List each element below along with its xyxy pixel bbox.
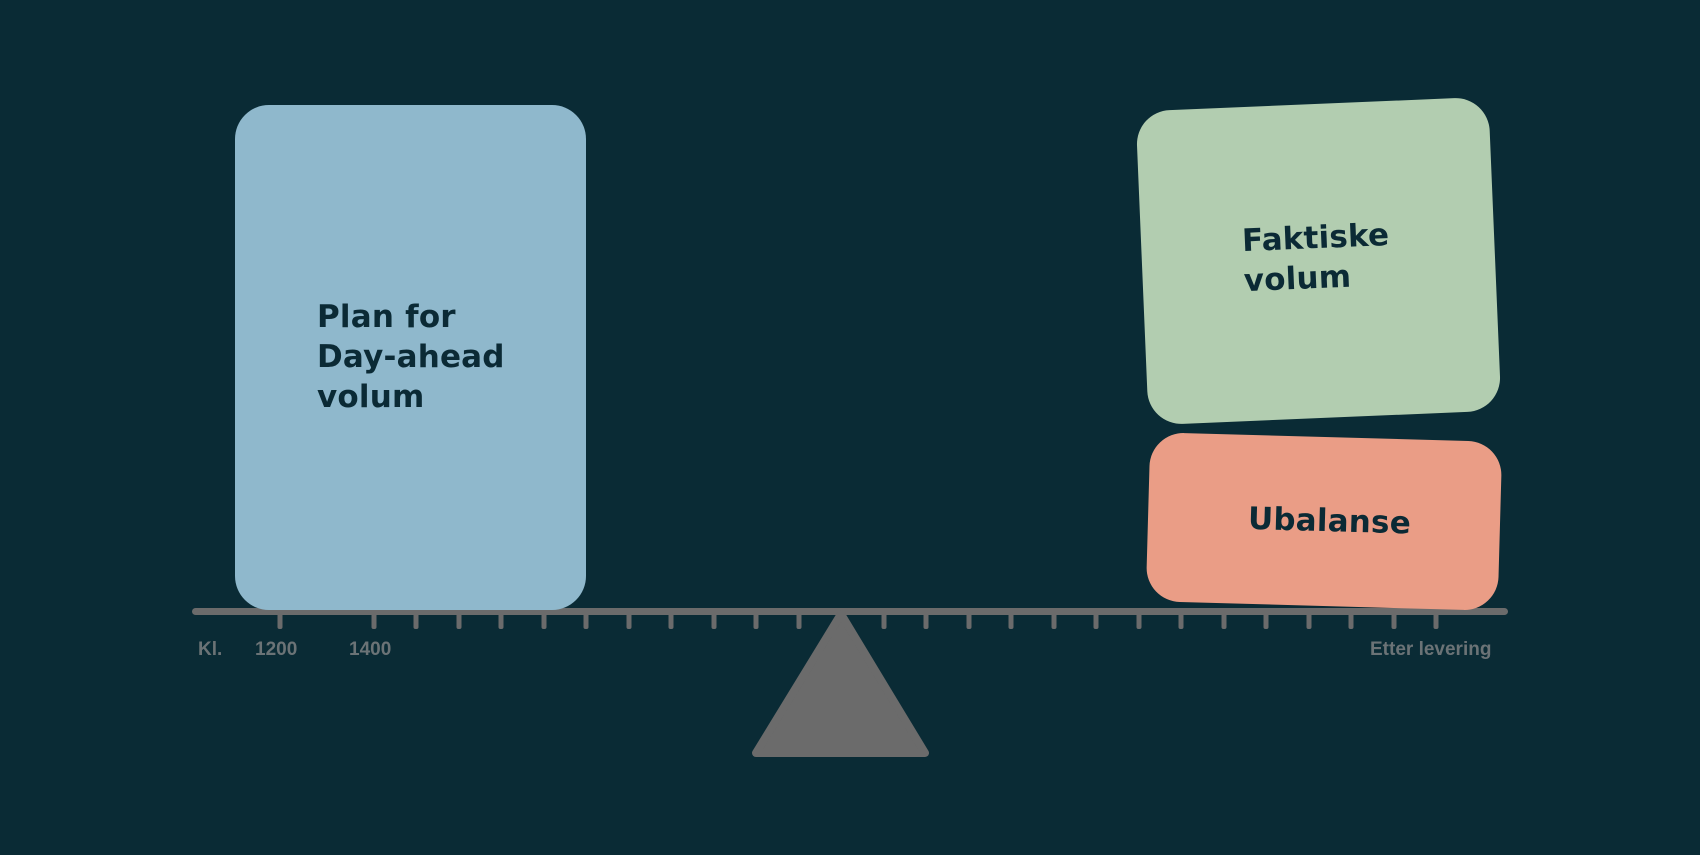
scale-tick xyxy=(1263,611,1269,629)
scale-tick xyxy=(1221,611,1227,629)
scale-tick xyxy=(541,611,547,629)
ubalanse-label-line-1: Ubalanse xyxy=(1247,500,1412,542)
scale-tick xyxy=(498,611,504,629)
scale-tick xyxy=(371,611,377,629)
scale-tick xyxy=(1093,611,1099,629)
scale-tick xyxy=(1008,611,1014,629)
plan-label-line-2: Day-ahead xyxy=(317,339,505,375)
scale-ticks xyxy=(277,611,1439,629)
scale-tick xyxy=(626,611,632,629)
scale-tick xyxy=(966,611,972,629)
faktiske-volum-label: Faktiske volum xyxy=(1241,215,1391,301)
plan-label-line-3: volum xyxy=(317,379,425,415)
axis-tick-label-1400: 1400 xyxy=(349,639,392,660)
plan-day-ahead-label: Plan for Day-ahead volum xyxy=(317,297,505,417)
scale-tick xyxy=(1433,611,1439,629)
axis-end-label: Etter levering xyxy=(1370,639,1492,660)
scale-tick xyxy=(1391,611,1397,629)
axis-prefix-label: Kl. xyxy=(198,639,223,660)
fulcrum-icon xyxy=(752,610,929,757)
plan-label-line-1: Plan for xyxy=(317,299,456,335)
ubalanse-label: Ubalanse xyxy=(1247,499,1412,544)
scale-tick xyxy=(1348,611,1354,629)
scale-tick xyxy=(413,611,419,629)
ubalanse-block: Ubalanse xyxy=(1145,432,1503,611)
faktiske-label-line-1: Faktiske xyxy=(1241,217,1390,260)
scale-tick xyxy=(456,611,462,629)
scale-tick xyxy=(753,611,759,629)
scale-tick xyxy=(796,611,802,629)
scale-tick xyxy=(711,611,717,629)
plan-day-ahead-block: Plan for Day-ahead volum xyxy=(235,105,586,610)
faktiske-label-line-2: volum xyxy=(1243,258,1352,300)
scale-tick xyxy=(881,611,887,629)
scale-tick xyxy=(923,611,929,629)
scale-tick xyxy=(1136,611,1142,629)
scale-tick xyxy=(583,611,589,629)
scale-tick xyxy=(1051,611,1057,629)
scale-tick xyxy=(1306,611,1312,629)
axis-tick-label-1200: 1200 xyxy=(255,639,298,660)
scale-tick xyxy=(668,611,674,629)
faktiske-volum-block: Faktiske volum xyxy=(1135,96,1502,426)
scale-tick xyxy=(277,611,283,629)
scale-tick xyxy=(1178,611,1184,629)
